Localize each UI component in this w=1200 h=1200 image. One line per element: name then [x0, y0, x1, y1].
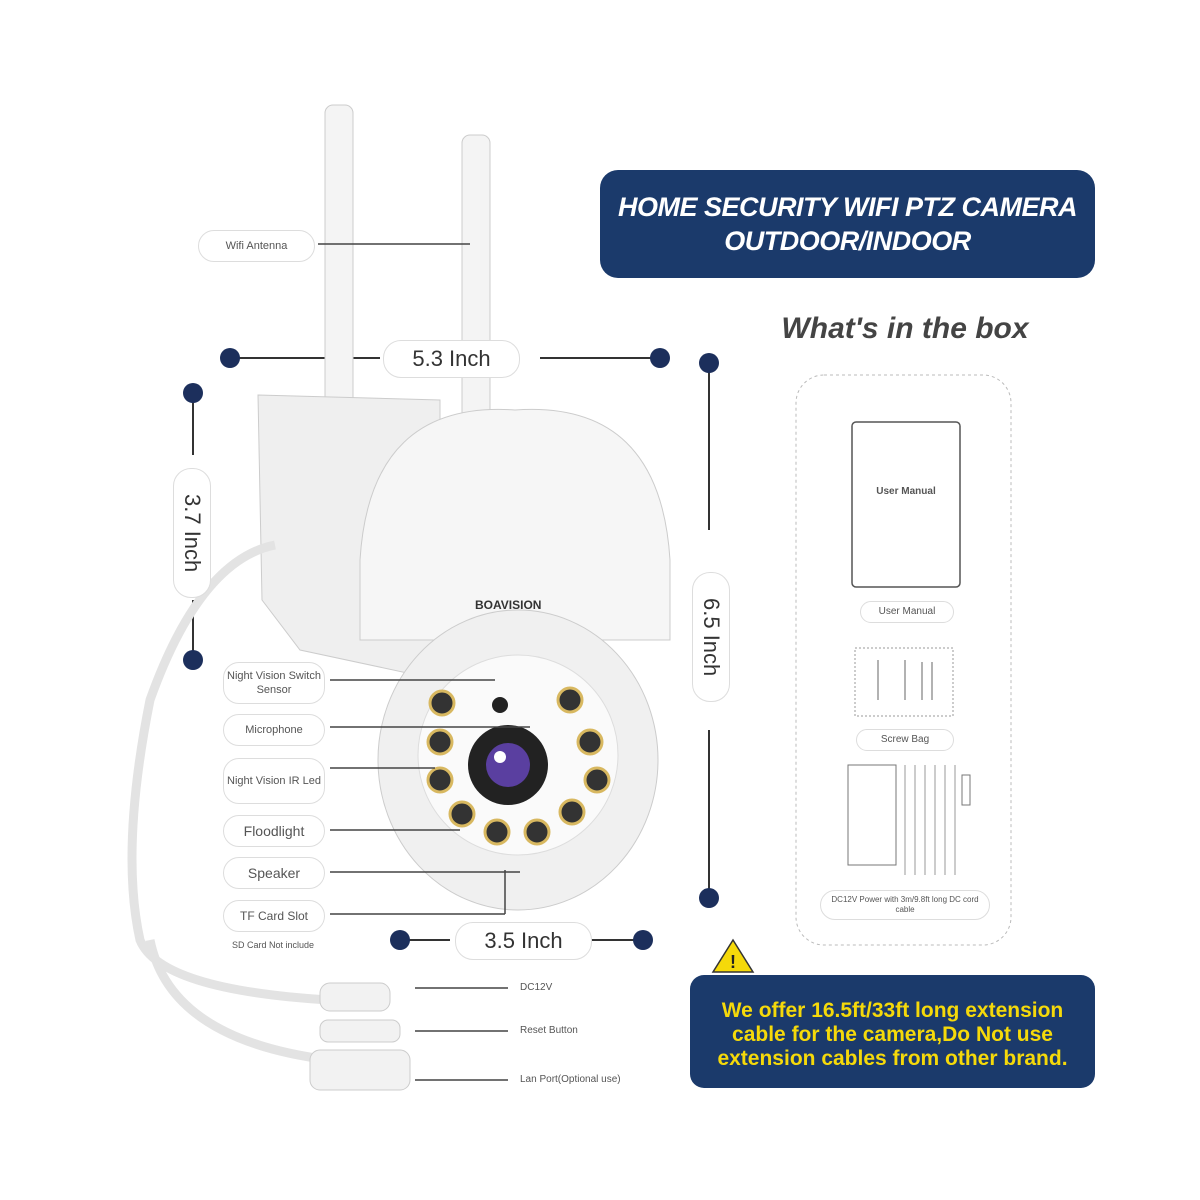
warning-line-3: extension cables from other brand. [717, 1047, 1068, 1070]
callout-sensor: Night Vision Switch Sensor [223, 662, 325, 704]
callout-tf-slot: TF Card Slot [223, 900, 325, 932]
callout-microphone: Microphone [223, 714, 325, 746]
warning-line-1: We offer 16.5ft/33ft long extension [721, 999, 1064, 1022]
item-manual: User Manual [860, 601, 954, 623]
tf-note: SD Card Not include [232, 940, 315, 950]
manual-cover-text: User Manual [876, 486, 936, 497]
dim-base: 3.5 Inch [455, 922, 592, 960]
banner-line-2: OUTDOOR/INDOOR [724, 226, 971, 256]
brand-logo: BOAVISION [475, 598, 542, 612]
cable-lan: Lan Port(Optional use) [520, 1074, 621, 1085]
callout-speaker: Speaker [223, 857, 325, 889]
title-banner: HOME SECURITY WIFI PTZ CAMERA OUTDOOR/IN… [600, 170, 1095, 278]
box-title: What's in the box [781, 312, 1029, 345]
dimension-lines [192, 357, 710, 941]
dim-width: 5.3 Inch [383, 340, 520, 378]
warning-line-2: cable for the camera,Do Not use [732, 1023, 1053, 1046]
callout-ir-led: Night Vision IR Led [223, 758, 325, 804]
dim-depth: 3.7 Inch [173, 468, 211, 598]
cable-reset: Reset Button [520, 1025, 578, 1036]
item-power: DC12V Power with 3m/9.8ft long DC cord c… [820, 890, 990, 920]
callout-antenna: Wifi Antenna [198, 230, 315, 262]
box-outline [795, 374, 1012, 946]
svg-text:!: ! [730, 952, 736, 972]
banner-line-1: HOME SECURITY WIFI PTZ CAMERA [617, 192, 1078, 222]
extension-warning: We offer 16.5ft/33ft long extension cabl… [690, 975, 1095, 1088]
item-screws: Screw Bag [856, 729, 954, 751]
dim-height: 6.5 Inch [692, 572, 730, 702]
cable-dc: DC12V [520, 982, 553, 993]
warning-icon [711, 938, 755, 973]
dimension-dots [183, 348, 719, 950]
callout-floodlight: Floodlight [223, 815, 325, 847]
